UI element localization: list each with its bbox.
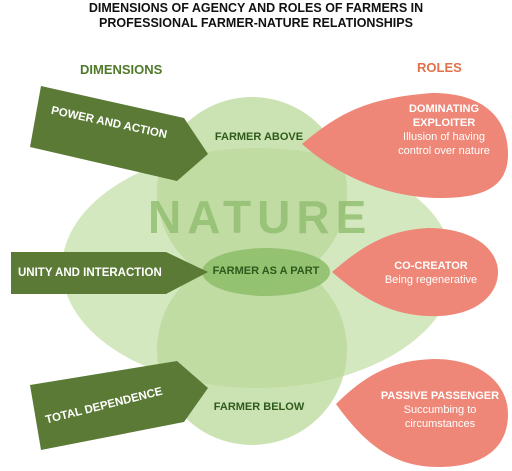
farmer-as-part-lens: [202, 248, 330, 296]
role-passive-passenger: PASSIVE PASSENGER Succumbing to circumst…: [378, 389, 502, 431]
position-farmer-as-a-part: FARMER AS A PART: [212, 265, 320, 277]
role-title-co-creator: CO-CREATOR: [394, 260, 468, 272]
role-drop-co-creator: [332, 228, 498, 317]
role-dominating-exploiter: DOMINATING EXPLOITER Illusion of having …: [386, 102, 502, 158]
title-line-1: DIMENSIONS OF AGENCY AND ROLES OF FARMER…: [88, 1, 424, 15]
role-title-dominating-exploiter: DOMINATING EXPLOITER: [408, 103, 480, 129]
farmer-below-circle: [157, 255, 347, 445]
position-farmer-below: FARMER BELOW: [213, 401, 305, 413]
dimensions-heading: DIMENSIONS: [80, 62, 163, 77]
role-desc-co-creator: Being regenerative: [384, 274, 478, 286]
role-drop-dominating-exploiter: [302, 93, 508, 198]
arrow-unity-and-interaction: [11, 252, 208, 294]
title-line-2: PROFESSIONAL FARMER-NATURE RELATIONSHIPS: [99, 16, 413, 30]
role-desc-passive-passenger: Succumbing to circumstances: [403, 404, 477, 430]
role-co-creator: CO-CREATOR Being regenerative: [374, 259, 488, 287]
role-desc-dominating-exploiter: Illusion of having control over nature: [398, 131, 490, 157]
arrow-power-and-action: [30, 86, 208, 181]
farmer-above-circle: [157, 97, 347, 287]
roles-heading: ROLES: [417, 60, 462, 75]
arrow-total-dependence: [30, 361, 208, 450]
dimension-label-unity-and-interaction: UNITY AND INTERACTION: [18, 267, 162, 279]
position-farmer-above: FARMER ABOVE: [214, 131, 304, 143]
role-title-passive-passenger: PASSIVE PASSENGER: [380, 390, 500, 402]
role-drop-passive-passenger: [336, 359, 508, 467]
nature-label: NATURE: [148, 191, 373, 243]
